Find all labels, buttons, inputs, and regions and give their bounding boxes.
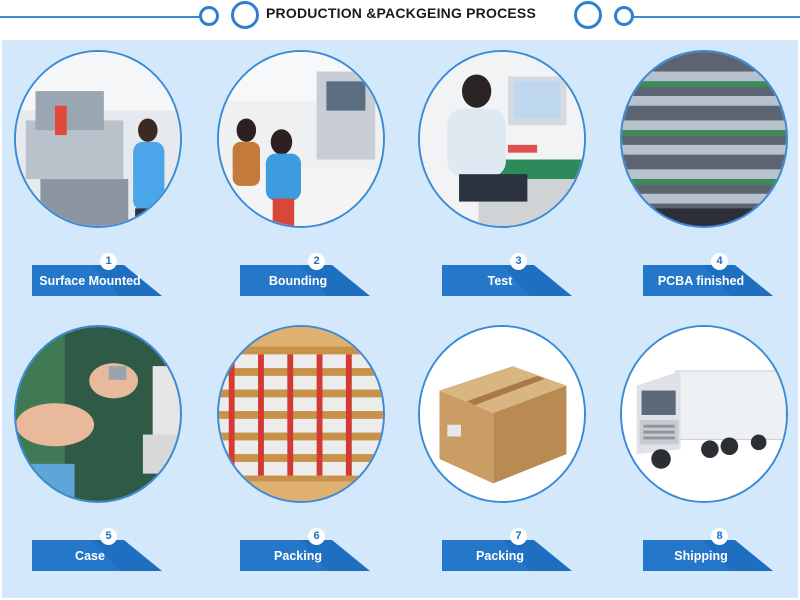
step-text-4: PCBA finished [657, 274, 745, 288]
step-label-8: 8 Shipping [643, 525, 773, 571]
step-number-1: 1 [100, 253, 117, 270]
header-ring-right-large [574, 1, 602, 29]
step-photo-pcba [620, 50, 788, 228]
step-number-3: 3 [510, 253, 527, 270]
step-label-5: 5 Case [32, 525, 162, 571]
step-photo-packing-products [217, 325, 385, 503]
step-label-1: 1 Surface Mounted [32, 250, 162, 296]
header-ring-left-small [199, 6, 219, 26]
step-label-6: 6 Packing [240, 525, 370, 571]
step-photo-truck [620, 325, 788, 503]
step-text-1: Surface Mounted [39, 274, 141, 288]
step-text-5: Case [75, 549, 105, 563]
step-label-2: 2 Bounding [240, 250, 370, 296]
step-number-2: 2 [308, 253, 325, 270]
step-photo-smt [14, 50, 182, 228]
header-line-left [0, 16, 200, 18]
header-line-right [633, 16, 800, 18]
step-text-7: Packing [476, 549, 524, 563]
page-title: PRODUCTION &PACKGEING PROCESS [266, 5, 537, 21]
step-number-5: 5 [100, 528, 117, 545]
step-photo-carton [418, 325, 586, 503]
step-photo-test [418, 50, 586, 228]
step-label-4: 4 PCBA finished [643, 250, 773, 296]
step-label-7: 7 Packing [442, 525, 572, 571]
step-photo-bonding [217, 50, 385, 228]
step-number-6: 6 [308, 528, 325, 545]
header-ring-left-large [231, 1, 259, 29]
step-label-3: 3 Test [442, 250, 572, 296]
step-number-7: 7 [510, 528, 527, 545]
step-text-8: Shipping [674, 549, 728, 563]
step-photo-case [14, 325, 182, 503]
step-text-2: Bounding [268, 274, 328, 288]
step-number-8: 8 [711, 528, 728, 545]
header-ring-right-small [614, 6, 634, 26]
step-number-4: 4 [711, 253, 728, 270]
step-text-3: Test [487, 274, 513, 288]
step-text-6: Packing [274, 549, 322, 563]
